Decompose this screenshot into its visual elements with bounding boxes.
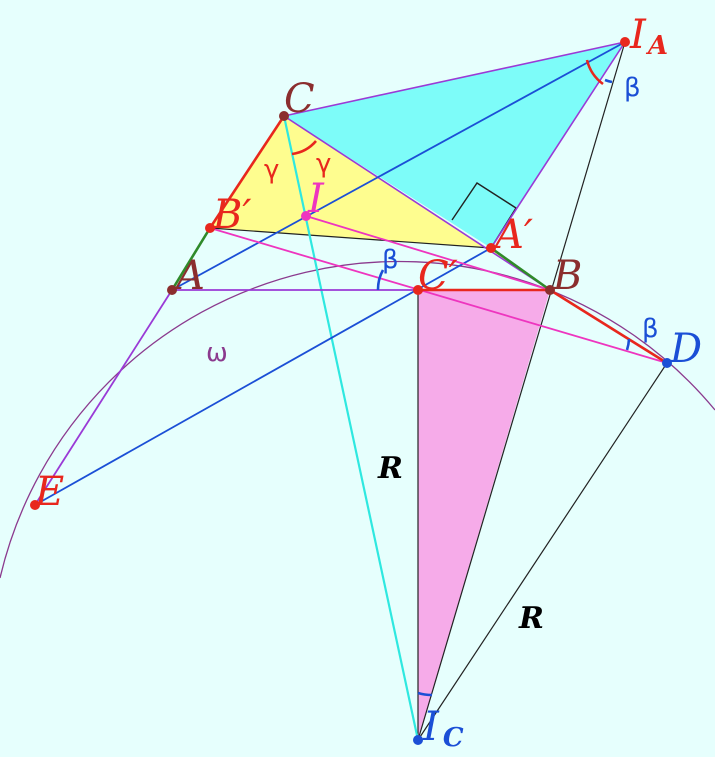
label-i: I (307, 176, 325, 222)
point-ia (620, 37, 630, 47)
label-r-vertical: R (377, 451, 403, 486)
label-gamma-right: γ (316, 149, 331, 179)
line-ia-ap (490, 41, 626, 249)
angle-arc-ia-blue (604, 78, 613, 84)
segment-c-bp (208, 115, 286, 229)
label-b: B (552, 253, 582, 299)
label-c: C (284, 76, 315, 122)
point-ap (486, 243, 496, 253)
yellow-triangle-upper (210, 116, 550, 290)
segment-b-d (549, 288, 668, 365)
label-beta-ia: β (624, 73, 641, 103)
label-omega: ω (206, 338, 228, 368)
cyan-triangle (284, 42, 625, 248)
line-a-ia (171, 41, 626, 291)
point-bp (205, 223, 215, 233)
label-a: A (172, 253, 205, 299)
label-bp: B′ (212, 192, 251, 238)
label-e: E (34, 469, 64, 515)
line-a-e (34, 289, 173, 506)
label-beta-cp: β (382, 245, 399, 275)
point-e (30, 500, 40, 510)
line-bp-ap (209, 227, 492, 249)
segment-bp-a (170, 227, 212, 291)
point-c (279, 111, 289, 121)
line-ia-ic (417, 41, 626, 741)
label-beta-d: β (642, 314, 659, 344)
line-i-b (305, 215, 551, 291)
segment-ap-b (490, 246, 551, 292)
line-c-ia (283, 41, 626, 117)
point-i (301, 211, 311, 221)
label-r-diagonal: R (518, 601, 544, 636)
point-d (662, 358, 672, 368)
angle-arc-ic (417, 691, 433, 697)
label-cp: C′ (418, 253, 458, 299)
angle-arc-c-gamma (291, 140, 317, 156)
angle-arc-ia-red (585, 59, 604, 86)
label-ap: A′ (491, 212, 533, 258)
point-ic (413, 735, 423, 745)
angle-arc-d-beta (625, 338, 631, 351)
point-b (545, 285, 555, 295)
label-gamma-left: γ (264, 155, 279, 185)
label-d: D (669, 326, 702, 372)
line-bp-d (209, 227, 668, 364)
point-cp (413, 285, 423, 295)
angle-arc-cp-beta (376, 269, 385, 291)
point-a (167, 285, 177, 295)
line-c-b (283, 115, 551, 291)
label-ia: IA (629, 12, 668, 61)
line-d-ic (417, 362, 668, 741)
omega-circle-arc (0, 260, 715, 579)
